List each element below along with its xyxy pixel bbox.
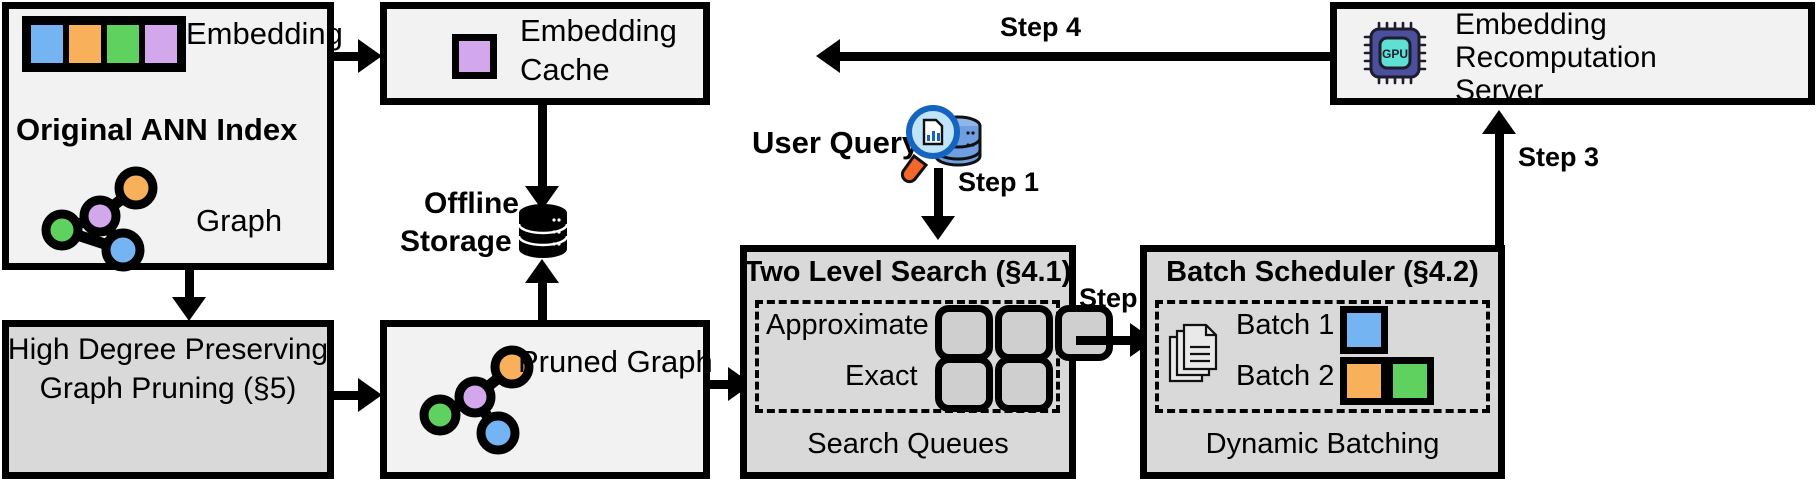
gpu-chip-text: GPU: [1382, 47, 1408, 61]
embedding-cell-green: [104, 22, 142, 66]
dynamic-batching-group: [1155, 300, 1490, 413]
embedding-cache-box: [380, 2, 710, 105]
query-magnifier-database-icon: [900, 105, 982, 184]
exact-queue-slots: [935, 356, 1053, 412]
exact-slot-2[interactable]: [995, 356, 1053, 412]
arrow-index-to-cache-shaft: [334, 52, 374, 61]
exact-label: Exact: [845, 360, 918, 392]
two-level-search-title: Two Level Search (§4.1): [744, 256, 1072, 288]
arrow-step3-head: [1482, 110, 1516, 134]
graph-label: Graph: [196, 203, 283, 238]
gpu-chip-icon: GPU: [1363, 21, 1427, 85]
recomputation-server-line1: Embedding: [1455, 8, 1607, 41]
exact-slot-1[interactable]: [935, 356, 993, 412]
batch-scheduler-title: Batch Scheduler (§4.2): [1166, 256, 1479, 288]
approximate-slot-1[interactable]: [935, 305, 993, 361]
original-ann-index-title: Original ANN Index: [16, 112, 298, 147]
arrow-pruning-to-pruned-head: [358, 378, 382, 412]
step4-label: Step 4: [1000, 12, 1082, 42]
embedding-cell-purple: [142, 22, 180, 66]
embedding-cache-swatch-icon: [452, 34, 497, 79]
graph-pruning-line2: Graph Pruning (§5): [39, 372, 297, 405]
arrow-step1-shaft: [934, 168, 943, 220]
pruned-graph-icon: [419, 345, 534, 455]
embedding-cache-line1: Embedding: [520, 13, 677, 48]
recomputation-server-line3: Server: [1455, 74, 1544, 107]
arrow-step3-shaft: [1495, 130, 1504, 245]
graph-node-orange: [114, 166, 158, 210]
graph-node-blue: [101, 228, 145, 272]
original-graph-icon: [41, 166, 158, 272]
arrow-step1-head: [921, 216, 955, 240]
batch-2-item-green: [1386, 357, 1434, 405]
pruned-graph-box: [380, 320, 710, 479]
approximate-queue-slots: [935, 305, 1113, 361]
dynamic-batching-footer: Dynamic Batching: [1205, 428, 1440, 460]
pruned-node-orange: [490, 345, 534, 389]
arrow-pruned-to-storage-shaft: [538, 281, 547, 323]
step1-label: Step 1: [958, 167, 1040, 197]
arrow-pruned-to-search-shaft: [710, 380, 742, 389]
batch-1-label: Batch 1: [1236, 309, 1335, 341]
pruned-node-green: [419, 394, 461, 436]
arrow-index-to-pruning-head: [172, 297, 206, 321]
arrow-step2-shaft: [1076, 336, 1151, 345]
embedding-cache-line2: Cache: [520, 52, 610, 87]
document-stack-icon: [1168, 323, 1218, 383]
graph-pruning-box: [2, 320, 334, 479]
recomputation-server-line2: Recomputation: [1455, 41, 1657, 74]
arrow-pruned-to-storage-head: [525, 259, 559, 283]
arrow-step4-shaft: [840, 52, 1332, 61]
approximate-slot-3[interactable]: [1055, 305, 1113, 361]
arrow-pruning-to-pruned-shaft: [334, 391, 372, 400]
graph-pruning-line1: High Degree Preserving: [7, 333, 329, 366]
pruned-node-purple: [454, 376, 496, 418]
pruned-node-blue: [476, 411, 520, 455]
search-queues-footer: Search Queues: [807, 428, 1009, 460]
embedding-label: Embedding: [186, 16, 343, 51]
approximate-label: Approximate: [766, 309, 929, 341]
embedding-strip-icon: [22, 16, 186, 72]
step3-label: Step 3: [1518, 142, 1600, 172]
arrow-index-to-cache-head: [358, 39, 382, 73]
graph-node-purple: [79, 195, 121, 237]
graph-node-green: [41, 209, 83, 251]
approximate-slot-2[interactable]: [995, 305, 1053, 361]
user-query-label: User Query: [752, 125, 920, 160]
embedding-cell-orange: [66, 22, 104, 66]
database-cylinder-icon: [517, 204, 569, 258]
batch-1-item-blue: [1340, 306, 1388, 354]
batch-2-item-orange: [1340, 357, 1388, 405]
batch-2-label: Batch 2: [1236, 360, 1335, 392]
offline-storage-line2: Storage: [400, 225, 512, 258]
arrow-step4-head: [816, 39, 840, 73]
pruned-graph-label: Pruned Graph: [518, 344, 713, 379]
arrow-index-to-pruning-shaft: [185, 270, 194, 301]
offline-storage-line1: Offline: [424, 187, 519, 220]
arrow-cache-to-storage-shaft: [538, 105, 547, 190]
embedding-cell-blue: [28, 22, 66, 66]
